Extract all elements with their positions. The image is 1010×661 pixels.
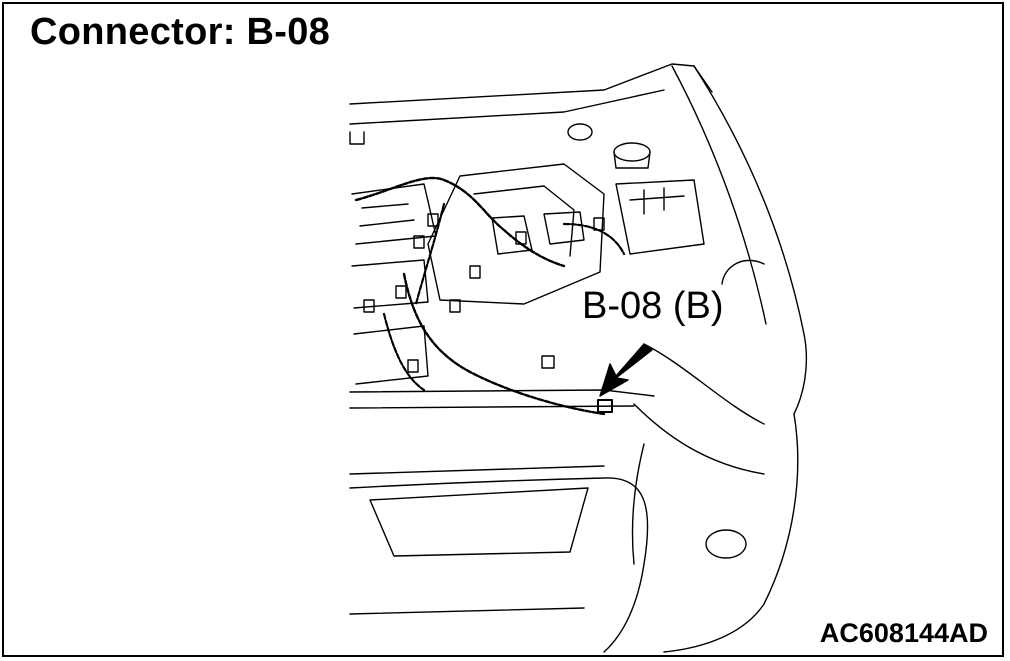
connector-callout-label: B-08 (B): [582, 285, 724, 327]
strut-cap: [613, 142, 651, 162]
reservoir-cap: [567, 123, 593, 141]
pointer-arrow: [599, 343, 653, 397]
front-bumper: [349, 477, 649, 653]
battery-box: [615, 179, 705, 255]
figure-title: Connector: B-08: [30, 11, 331, 53]
fender-outline: [693, 65, 808, 415]
hood-outline: [349, 63, 713, 105]
hood-inner-line: [349, 89, 665, 125]
engine-bay-illustration: [349, 63, 808, 653]
left-module: [351, 183, 437, 245]
figure-code: AC608144AD: [819, 618, 988, 649]
b08-connector: [597, 399, 613, 413]
headlamp-outline: [643, 343, 765, 425]
fender-arch: [721, 259, 765, 285]
wire-harness: [354, 176, 566, 268]
cowl-edge: [349, 131, 365, 145]
fender-inner: [671, 65, 767, 325]
fog-lamp: [705, 529, 747, 559]
lower-grille: [369, 487, 589, 557]
bumper-right: [663, 413, 799, 653]
